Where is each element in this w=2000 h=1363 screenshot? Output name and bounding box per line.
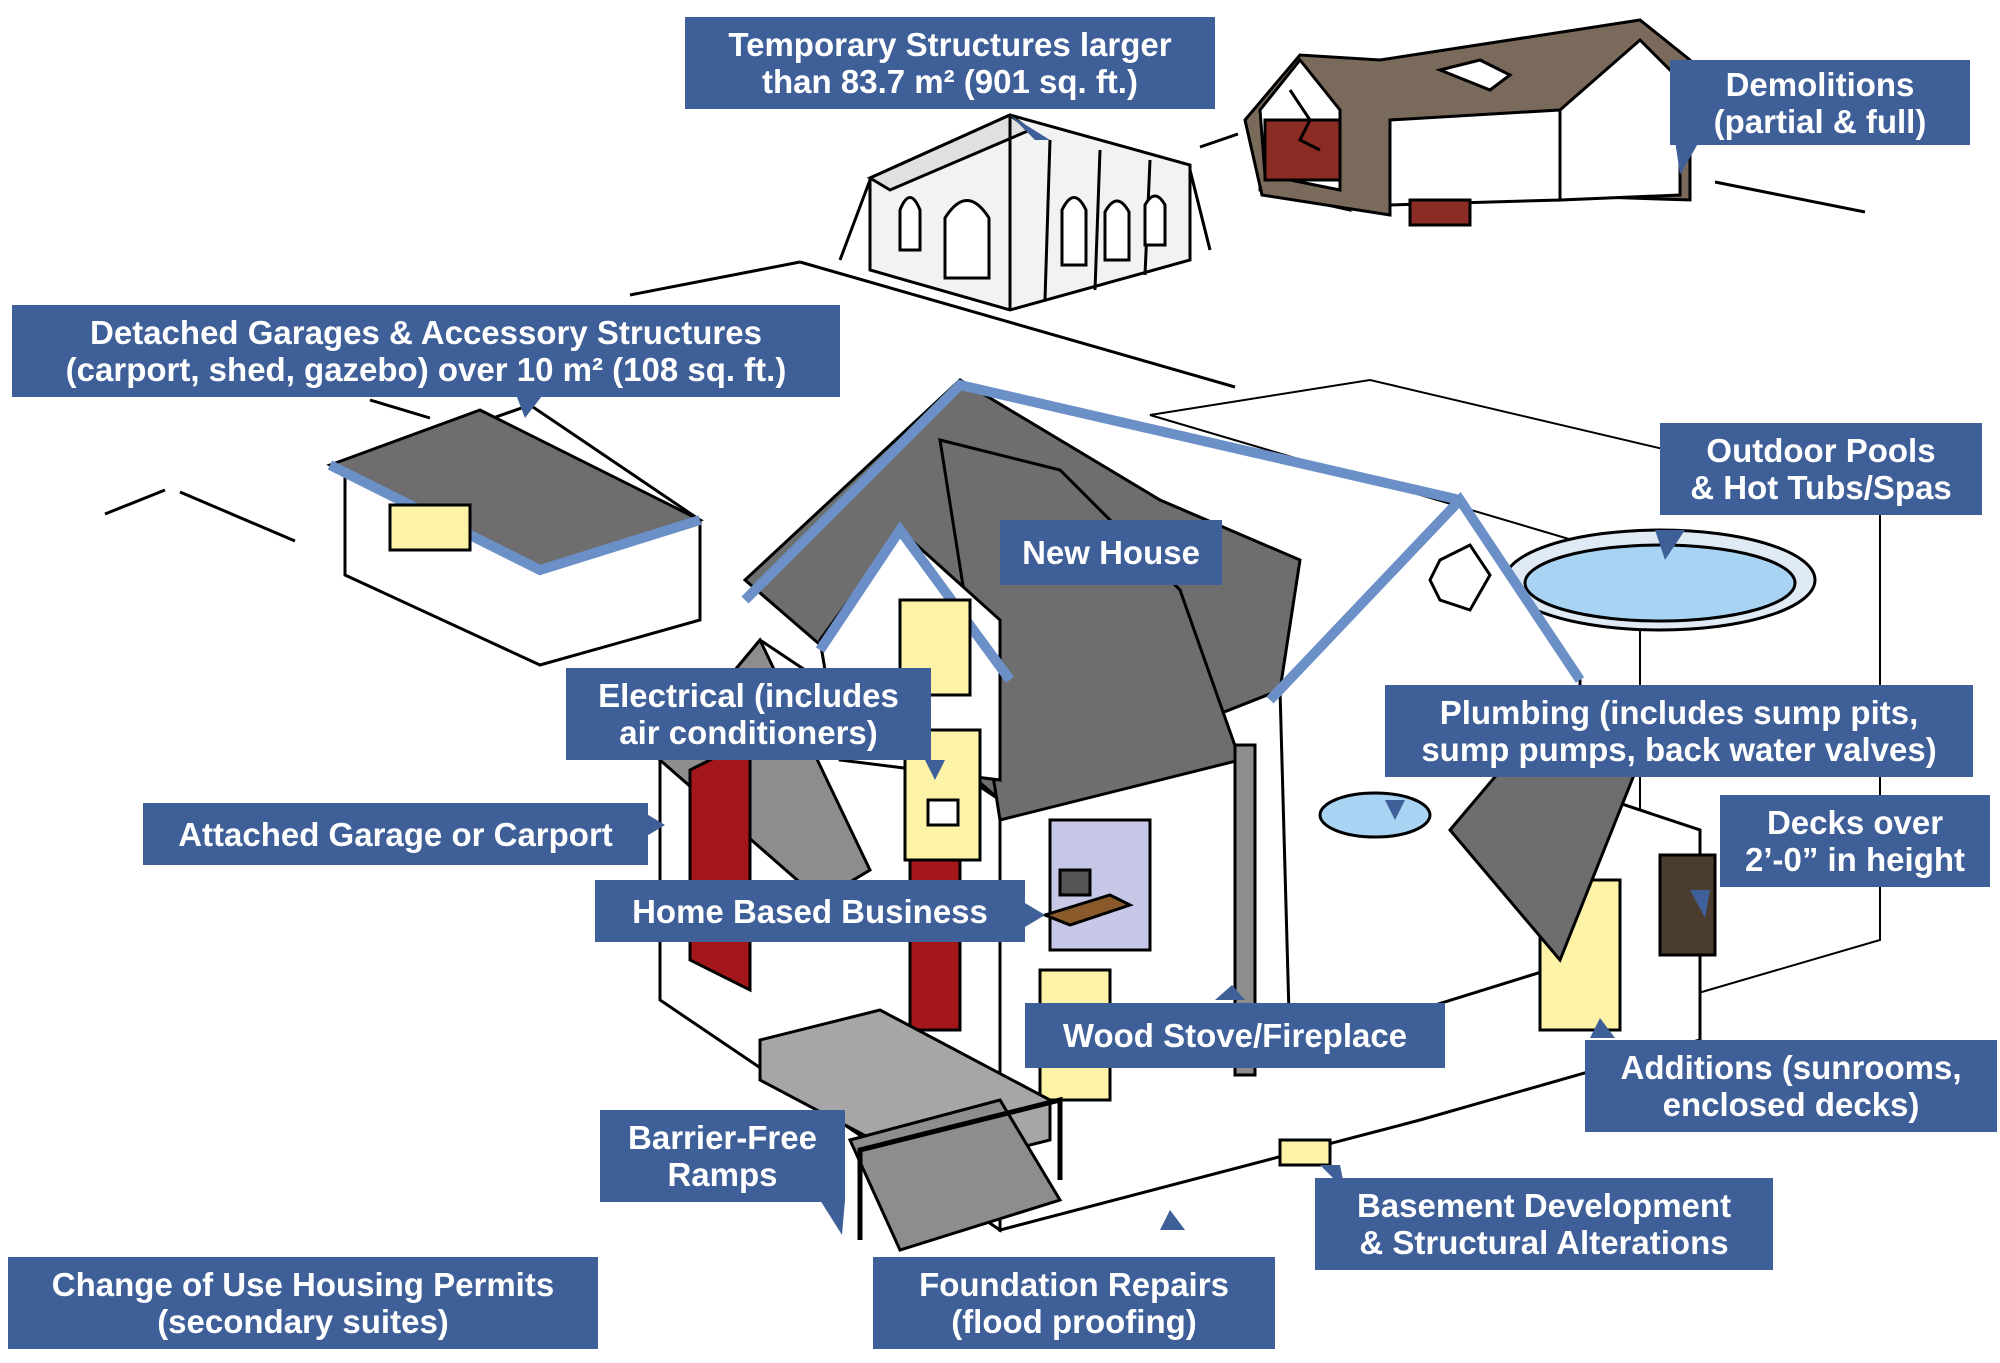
ground-lines xyxy=(104,132,1866,543)
callout-home-business: Home Based Business xyxy=(595,880,1025,942)
callout-new-house: New House xyxy=(1000,520,1222,585)
demolished-house-icon xyxy=(1243,18,1692,227)
callout-basement: Basement Development & Structural Altera… xyxy=(1315,1178,1773,1270)
callout-outdoor-pools: Outdoor Pools & Hot Tubs/Spas xyxy=(1660,423,1982,515)
callout-electrical: Electrical (includes air conditioners) xyxy=(566,668,931,760)
callout-change-of-use: Change of Use Housing Permits (secondary… xyxy=(8,1257,598,1349)
callout-additions: Additions (sunrooms, enclosed decks) xyxy=(1585,1040,1997,1132)
callout-decks: Decks over 2’-0” in height xyxy=(1720,795,1990,887)
callout-foundation: Foundation Repairs (flood proofing) xyxy=(873,1257,1275,1349)
callout-temporary-structures: Temporary Structures larger than 83.7 m²… xyxy=(685,17,1215,109)
detached-garage-icon xyxy=(326,403,704,667)
callout-wood-stove: Wood Stove/Fireplace xyxy=(1025,1003,1445,1068)
tent-icon xyxy=(838,113,1212,312)
callout-demolitions: Demolitions (partial & full) xyxy=(1670,60,1970,145)
callout-barrier-free: Barrier-Free Ramps xyxy=(600,1110,845,1202)
callout-detached-garages: Detached Garages & Accessory Structures … xyxy=(12,305,840,397)
callout-plumbing: Plumbing (includes sump pits, sump pumps… xyxy=(1385,685,1973,777)
callout-attached-garage: Attached Garage or Carport xyxy=(143,803,648,865)
